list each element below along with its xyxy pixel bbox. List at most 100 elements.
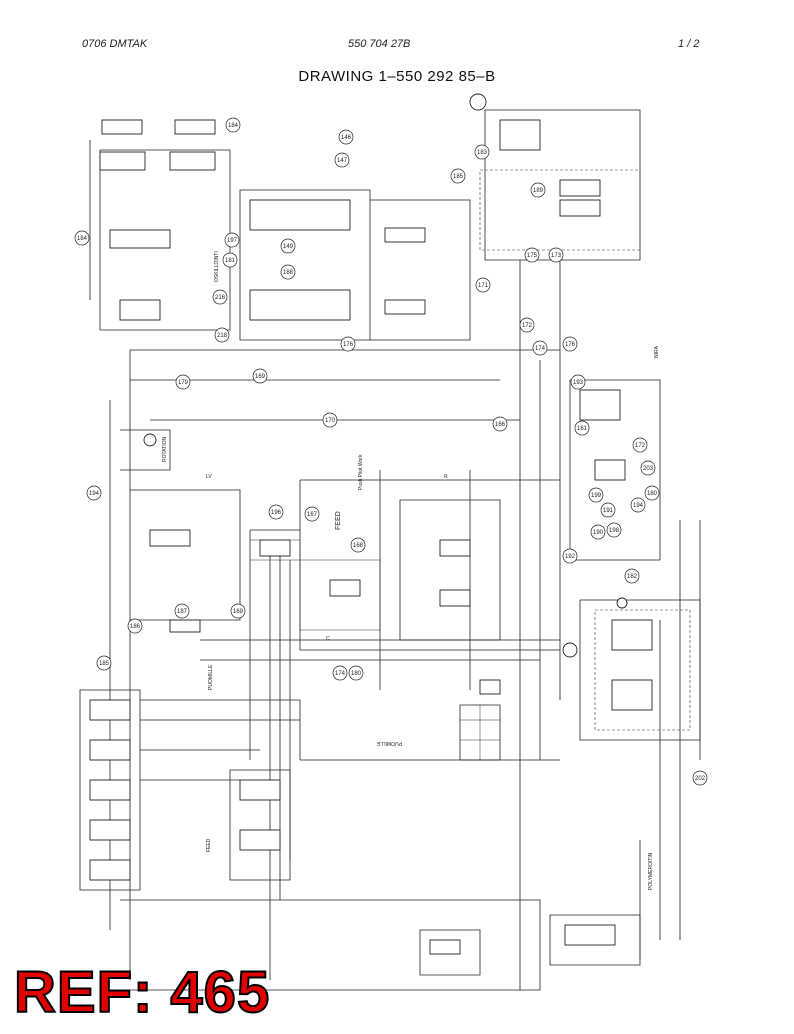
callout: 185 — [450, 168, 466, 184]
svg-text:189: 189 — [533, 188, 544, 194]
svg-text:186: 186 — [130, 624, 141, 630]
label-nira: NIRA — [654, 345, 660, 358]
callout: 149 — [280, 238, 296, 254]
callout: 194 — [86, 485, 102, 501]
callout: 216 — [212, 289, 228, 305]
svg-text:218: 218 — [217, 333, 228, 339]
callout: 174 — [532, 340, 548, 356]
svg-text:176: 176 — [565, 342, 576, 348]
svg-text:216: 216 — [215, 295, 226, 301]
callout: 174 — [332, 665, 348, 681]
callout: 196 — [268, 504, 284, 520]
svg-text:194: 194 — [633, 503, 644, 509]
callout: 166 — [492, 416, 508, 432]
callout: 180 — [644, 485, 660, 501]
callout: 170 — [322, 412, 338, 428]
callout: 169 — [252, 368, 268, 384]
svg-text:166: 166 — [495, 422, 506, 428]
callout: 175 — [524, 247, 540, 263]
callout: 179 — [175, 374, 191, 390]
callout: 176 — [562, 336, 578, 352]
svg-text:146: 146 — [341, 135, 352, 141]
label-lv: LV — [206, 474, 212, 480]
label-c: C — [326, 636, 330, 642]
svg-text:187: 187 — [177, 609, 188, 615]
callout: 190 — [590, 524, 606, 540]
callout: 203 — [640, 460, 656, 476]
svg-text:192: 192 — [565, 554, 576, 560]
label-feed: FEED — [335, 511, 342, 530]
header-page-number: 1 / 2 — [678, 38, 700, 50]
svg-text:168: 168 — [353, 543, 364, 549]
component-blocks — [89, 93, 653, 955]
svg-text:171: 171 — [478, 283, 489, 289]
callout: 182 — [624, 568, 640, 584]
callout: 146 — [338, 129, 354, 145]
svg-text:194: 194 — [89, 491, 100, 497]
label-polymeroitin: POLYMEROITIN — [648, 852, 654, 890]
label-r: R — [444, 474, 448, 480]
svg-text:193: 193 — [573, 380, 584, 386]
callout: 197 — [224, 232, 240, 248]
callout: 181 — [222, 252, 238, 268]
svg-text:185: 185 — [99, 661, 110, 667]
svg-text:180: 180 — [351, 671, 362, 677]
svg-text:176: 176 — [343, 342, 354, 348]
callout: 172 — [519, 317, 535, 333]
svg-text:170: 170 — [325, 418, 336, 424]
callout: 184 — [225, 117, 241, 133]
header-document-number: 550 704 27B — [348, 38, 411, 50]
callout: 198 — [606, 522, 622, 538]
callout: 176 — [340, 336, 356, 352]
label-feed-lower: FEED — [206, 838, 212, 852]
svg-text:169: 169 — [233, 609, 244, 615]
callout: 191 — [600, 502, 616, 518]
callout: 167 — [304, 506, 320, 522]
callout: 185 — [96, 655, 112, 671]
svg-text:197: 197 — [227, 238, 238, 244]
svg-text:196: 196 — [271, 510, 282, 516]
svg-text:191: 191 — [603, 508, 614, 514]
callout: 218 — [214, 327, 230, 343]
svg-text:183: 183 — [477, 150, 488, 156]
svg-text:172: 172 — [522, 323, 533, 329]
svg-text:185: 185 — [453, 174, 464, 180]
callout: 193 — [570, 374, 586, 390]
svg-text:147: 147 — [337, 158, 348, 164]
callout: 173 — [548, 247, 564, 263]
callout: 169 — [230, 603, 246, 619]
svg-text:174: 174 — [535, 346, 546, 352]
callout: 186 — [127, 618, 143, 634]
svg-text:199: 199 — [591, 493, 602, 499]
callout: 183 — [474, 144, 490, 160]
reference-number: REF: 465 — [13, 960, 271, 1025]
label-oskillointi: OSKILLOINTI — [214, 251, 220, 282]
svg-text:161: 161 — [577, 426, 588, 432]
svg-text:169: 169 — [255, 374, 266, 380]
label-push-pilot: Push Pilot Work — [358, 454, 364, 490]
svg-text:188: 188 — [283, 270, 294, 276]
callout: 172 — [632, 437, 648, 453]
drawing-title: DRAWING 1–550 292 85–B — [298, 68, 496, 85]
callout: 194 — [630, 497, 646, 513]
callout: 188 — [280, 264, 296, 280]
callout: 199 — [588, 487, 604, 503]
svg-text:149: 149 — [283, 244, 294, 250]
svg-text:175: 175 — [527, 253, 538, 259]
header-code-left: 0706 DMTAK — [82, 38, 148, 50]
label-rotation: ROTATION — [162, 437, 168, 462]
svg-text:182: 182 — [627, 574, 638, 580]
callout: 189 — [530, 182, 546, 198]
callout: 192 — [562, 548, 578, 564]
svg-text:184: 184 — [228, 123, 239, 129]
svg-text:173: 173 — [551, 253, 562, 259]
label-puomille: PUOMILLE — [376, 740, 402, 746]
callout: 147 — [334, 152, 350, 168]
svg-text:181: 181 — [225, 258, 236, 264]
callout: 180 — [348, 665, 364, 681]
svg-text:202: 202 — [695, 776, 706, 782]
svg-text:174: 174 — [335, 671, 346, 677]
callout: 202 — [692, 770, 708, 786]
svg-text:179: 179 — [178, 380, 189, 386]
